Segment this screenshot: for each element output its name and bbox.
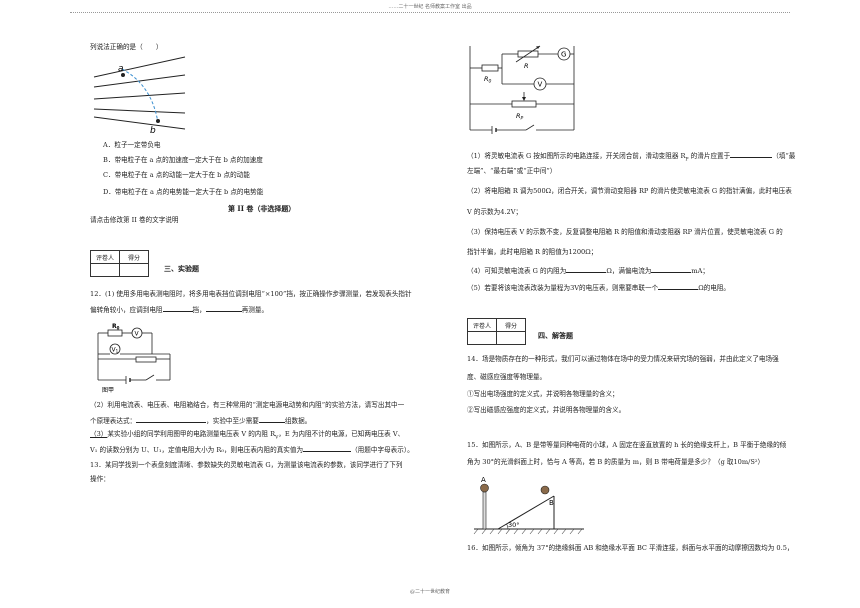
q13-p5: （5）若要将该电流表改装为量程为3V的电压表，则需要串联一个 Ω的电阻。 <box>467 282 730 293</box>
q15-line2: 角为 30°的光滑斜面上时，恰与 A 等高，若 B 的质量为 m，则 B 带电荷… <box>467 458 765 466</box>
option-c: C．带电粒子在 a 点的动能一定大于在 b 点的动能 <box>103 171 250 179</box>
q12-3-text-d: （用题中字母表示）。 <box>351 446 414 454</box>
q12-line1: 12．(1) 使用多用电表测电阻时，将多用电表挡位调到电阻“×100”挡，按正确… <box>90 290 412 298</box>
q13-p5-text-a: （5）若要将该电流表改装为量程为3V的电压表，则需要串联一个 <box>467 284 659 292</box>
section-2-title: 第 II 卷（非选择题） <box>228 204 296 213</box>
score-table-header-grader: 评卷人 <box>90 250 120 264</box>
q15-line1: 15．如图所示，A、B 是带等量同种电荷的小球，A 固定在竖直放置的 h 长的绝… <box>467 441 787 449</box>
q12-2-text-b: ，实验中至少需要 <box>206 417 259 425</box>
score-table-right: 评卷人得分 <box>467 318 526 345</box>
voltmeter-v-label: V <box>135 331 140 338</box>
q12-2-text-a: 个原理表达式： <box>90 417 137 425</box>
q12-blank-1[interactable] <box>162 304 193 312</box>
field-lines-figure: a b <box>93 56 186 136</box>
incline-figure: A B 30° <box>473 476 584 535</box>
r0-label-2: R0 <box>484 75 492 85</box>
option-a: A．粒子一定带负电 <box>103 141 161 149</box>
option-b: B．带电粒子在 a 点的加速度一定大于在 b 点的加速度 <box>103 156 263 164</box>
figure-1-caption: 图甲 <box>102 387 114 394</box>
q12-blank-2[interactable] <box>205 304 242 312</box>
q12-3-number: （3） <box>90 430 108 438</box>
q14-line2: 度、磁感应强度等物理量。 <box>467 373 547 381</box>
score-table-left: 评卷人得分 <box>90 250 149 277</box>
q12-text-b: 挡， <box>192 306 206 314</box>
q12-2-line2: 个原理表达式： ，实验中至少需要 组数据。 <box>90 415 311 426</box>
option-d: D．带电粒子在 a 点的电势能一定大于在 b 点的电势能 <box>103 188 264 196</box>
q13-p2-line1: （2）将电阻箱 R 调为500Ω，闭合开关，调节滑动变阻器 RP 的滑片使灵敏电… <box>467 187 792 195</box>
q16-line1: 16．如图所示，倾角为 37°的绝缘斜面 AB 和绝缘水平面 BC 平滑连接，斜… <box>467 544 794 552</box>
q13-p4-text-c: mA； <box>691 267 710 275</box>
q13-p2-line2: V 的示数为4.2V； <box>467 208 523 216</box>
q12-line2: 偏转角较小，应调到电阻 挡， 再测量。 <box>90 304 268 315</box>
voltmeter-label-2: V <box>538 81 543 89</box>
q13-line1: 13．某同学找到一个表盘刻度清晰、参数缺失的灵敏电流表 G，为测量该电流表的参数… <box>90 461 403 469</box>
header-divider <box>70 12 790 13</box>
score-cell-grader[interactable] <box>90 263 120 277</box>
q12-3-text-c: V₁ 的读数分别为 U、U₁，定值电阻大小为 R₀，则电压表内阻的真实值为 <box>90 446 304 454</box>
question-stem: 列说法正确的是（ ） <box>90 43 163 51</box>
score-cell-grader[interactable] <box>467 331 497 345</box>
galvanometer-g-label: G <box>561 51 566 59</box>
q14-sub2: ②写出磁感应强度的定义式，并说明各物理量的含义。 <box>467 406 626 414</box>
q12-2-line1: （2）利用电流表、电压表、电阻箱结合，有三种常用的“测定电源电动势和内阻”的实验… <box>90 401 405 409</box>
q13-p1-line1: （1）将灵敏电流表 G 按如图所示的电路连接，开关闭合前，滑动变阻器 RP 的滑… <box>467 150 795 164</box>
q13-p1-text-b: 的滑片应置于 <box>688 152 731 160</box>
voltmeter-v1-label: V1 <box>112 347 119 354</box>
score-cell-score[interactable] <box>496 331 526 345</box>
q13-p4-blank-2[interactable] <box>651 265 692 273</box>
q13-line2: 操作： <box>90 475 110 483</box>
q13-p4: （4）可知灵敏电流表 G 的内阻为 Ω，满偏电流为 mA； <box>467 265 709 276</box>
q13-p1-line2: 左端”、“最右端”或“正中间”） <box>467 167 557 175</box>
circuit-figure-1: R0 V V1 图甲 <box>97 323 171 394</box>
q12-2-text-c: 组数据。 <box>284 417 312 425</box>
q14-sub1: ①写出电场强度的定义式，并说明各物理量的含义； <box>467 390 619 398</box>
q13-p1-blank[interactable] <box>730 150 773 158</box>
ball-a-label: A <box>481 476 486 484</box>
section-3-title: 三、实验题 <box>164 264 199 273</box>
q13-p5-text-b: Ω的电阻。 <box>698 284 731 292</box>
point-a-label: a <box>118 64 124 74</box>
q13-p4-blank-1[interactable] <box>566 265 607 273</box>
q12-3-line2: V₁ 的读数分别为 U、U₁，定值电阻大小为 R₀，则电压表内阻的真实值为 （用题… <box>90 444 414 455</box>
q12-3-text-b: ，E 为内阻不计的电源，已知两电压表 V、 <box>278 430 405 438</box>
page-footer: @二十一世纪教育 <box>409 589 450 595</box>
q12-text-c: 再测量。 <box>241 306 269 314</box>
q13-p1-text-a: （1）将灵敏电流表 G 按如图所示的电路连接，开关闭合前，滑动变阻器 R <box>467 152 686 160</box>
q12-3-blank[interactable] <box>303 444 352 452</box>
r-label: R <box>524 62 529 70</box>
point-b-label: b <box>150 126 156 136</box>
q12-text-a: 偏转角较小，应调到电阻 <box>90 306 163 314</box>
score-table-header-score: 得分 <box>119 250 149 264</box>
score-cell-score[interactable] <box>119 263 149 277</box>
ball-b-label: B <box>549 499 554 507</box>
score-table-header-score: 得分 <box>496 318 526 332</box>
q13-p1-sub: P <box>685 157 689 163</box>
score-table-header-grader: 评卷人 <box>467 318 497 332</box>
q13-p3-line2: 指针半偏，此时电阻箱 R 的阻值为1200Ω； <box>467 248 598 256</box>
section-4-title: 四、解答题 <box>538 331 573 340</box>
q14-line1: 14．场是物质存在的一种形式，我们可以通过物体在场中的受力情况来研究场的强弱，并… <box>467 355 779 363</box>
rp-label: RP <box>516 112 524 122</box>
section-2-note: 请点击修改第 II 卷的文字说明 <box>90 216 179 224</box>
page-header: ……二十一世纪 名师教案工作室 出品 <box>388 4 472 10</box>
q12-3-text-a: 某实验小组的同学利用图甲的电路测量电压表 V 的内阻 R <box>107 430 276 438</box>
q13-p4-text-a: （4）可知灵敏电流表 G 的内阻为 <box>467 267 567 275</box>
q13-p3-line1: （3）保持电压表 V 的示数不变，反复调整电阻箱 R 的阻值和滑动变阻器 RP … <box>467 228 783 236</box>
q13-p4-text-b: Ω，满偏电流为 <box>606 267 652 275</box>
r0-label: R0 <box>112 323 120 331</box>
incline-angle-label: 30° <box>508 521 520 529</box>
q12-3-line1: （3）某实验小组的同学利用图甲的电路测量电压表 V 的内阻 RV，E 为内阻不计… <box>90 430 404 442</box>
q12-2-blank-1[interactable] <box>136 415 207 423</box>
q12-2-blank-2[interactable] <box>258 415 285 423</box>
circuit-figure-2: R0 R G V RP <box>469 45 575 134</box>
q12-3-sub: V <box>275 435 279 441</box>
q13-p5-blank[interactable] <box>658 282 699 290</box>
q13-p1-text-c: （填“最 <box>772 152 796 160</box>
